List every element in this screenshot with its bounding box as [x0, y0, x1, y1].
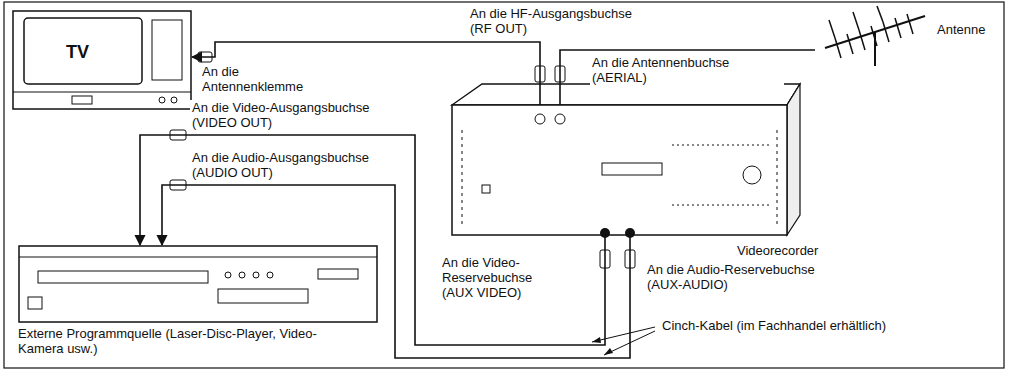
cable-connector	[192, 42, 540, 105]
vcr-lid	[452, 84, 800, 105]
external-source-drawing	[18, 245, 378, 323]
antenna-drawing	[815, 8, 1000, 66]
connector-label: An die Antennenbuchse (AERIAL)	[590, 55, 784, 85]
tv-set: TV	[12, 10, 192, 110]
connector-label: An die HF-Ausgangsbuchse (RF OUT)	[468, 6, 647, 36]
video-recorder: Videorecorder	[452, 105, 787, 235]
leader-head	[592, 337, 601, 343]
connector-label: An die Video-Ausgangsbuchse (VIDEO OUT)	[190, 100, 394, 130]
tv-set-drawing	[12, 10, 192, 110]
annotation-label: An die Audio-Reservebuchse (AUX-AUDIO)	[645, 262, 819, 292]
annotation-label: Cinch-Kabel (im Fachhandel erhältlich)	[660, 318, 888, 333]
external-source: Externe Programmquelle (Laser-Disc-Playe…	[18, 245, 378, 323]
connector-label: An die Audio-Ausgangsbuchse (AUDIO OUT)	[190, 150, 389, 180]
node-label: Antenne	[937, 22, 997, 37]
annotation-label: An die Video-Reservebuchse (AUX VIDEO)	[440, 255, 556, 300]
frame	[4, 2, 1004, 368]
node-label: Videorecorder	[737, 243, 847, 258]
antenna: Antenne	[815, 8, 1000, 66]
cable-connector	[560, 50, 815, 105]
leader-head	[604, 348, 613, 355]
annotation-label: An die Antennenklemme	[200, 64, 314, 94]
node-label: TV	[66, 42, 106, 62]
vcr-side	[787, 84, 800, 235]
video-recorder-drawing	[452, 105, 787, 235]
leader-line	[592, 327, 655, 342]
node-label: Externe Programmquelle (Laser-Disc-Playe…	[18, 326, 358, 356]
